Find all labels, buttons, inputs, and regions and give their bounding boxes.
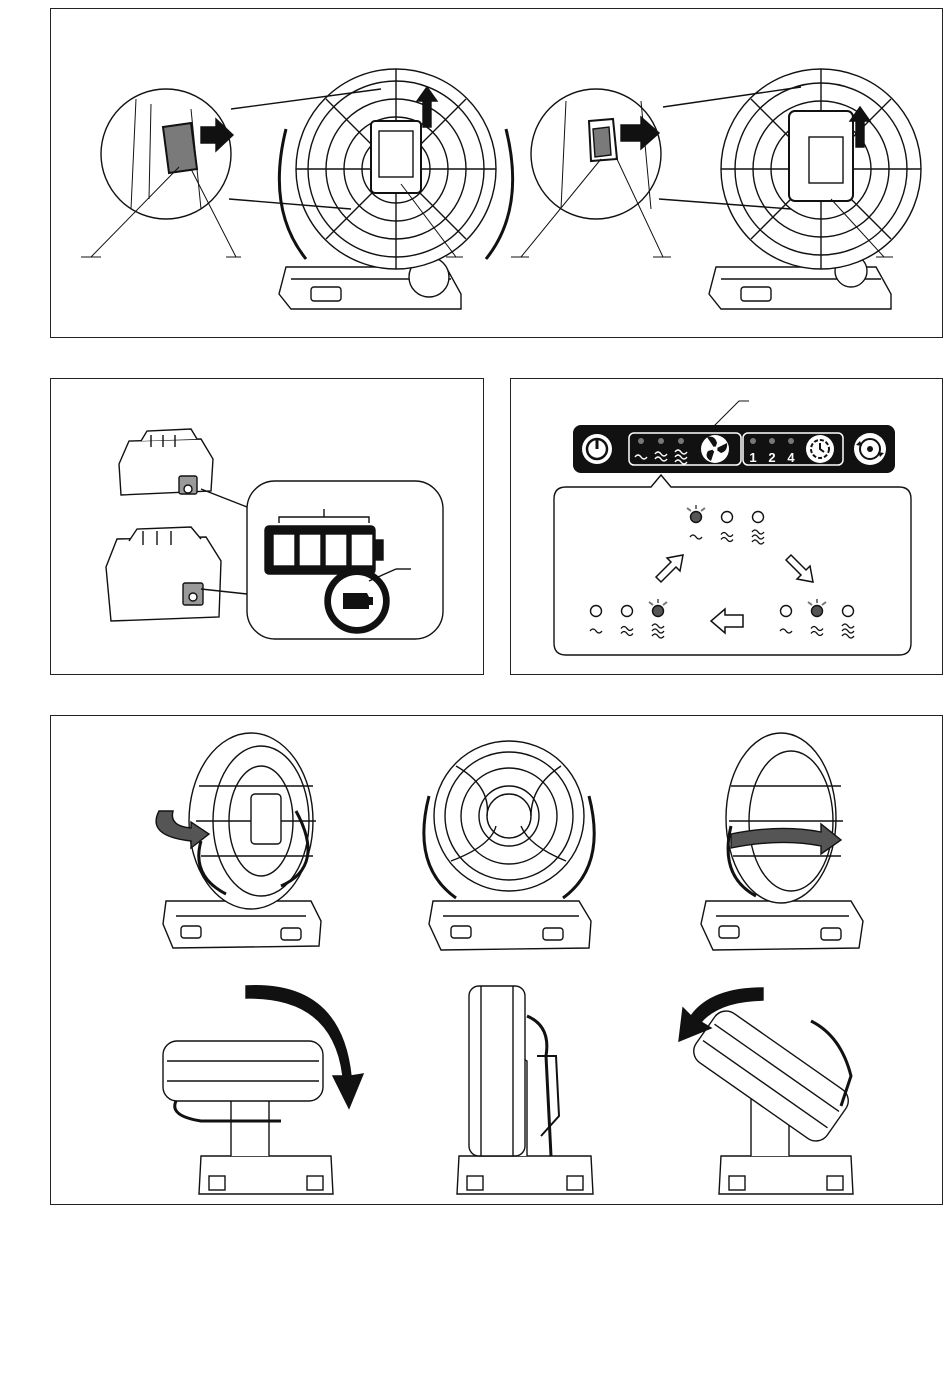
fan-swivel-left-illustration: [156, 733, 321, 948]
figure-control-panel: 1 2 4: [510, 378, 943, 675]
battery-segment: [273, 534, 295, 566]
fan-swivel-right-illustration: [701, 733, 863, 950]
timer-label-2: 2: [768, 450, 775, 465]
angle-adjust-illustration: [51, 716, 944, 1206]
battery-segment: [351, 534, 373, 566]
speed-led-off: [753, 512, 764, 523]
power-button-icon: [582, 434, 612, 464]
speed-led-on: [812, 606, 823, 617]
fan-tilt-down-illustration: [679, 988, 854, 1194]
battery-large-illustration: [106, 527, 221, 621]
fan-side-illustration: [457, 986, 593, 1194]
speed-led-off: [781, 606, 792, 617]
fan-speed-button-icon: [701, 435, 729, 463]
timer-label-4: 4: [787, 450, 795, 465]
battery-segment: [325, 534, 347, 566]
battery-segment: [299, 534, 321, 566]
control-panel-illustration: 1 2 4: [511, 379, 944, 676]
timer-label-1: 1: [749, 450, 756, 465]
fan-front-illustration: [424, 741, 594, 950]
fan-right-illustration: [709, 69, 921, 309]
swing-button-icon: [854, 433, 886, 465]
figure-adjust-angle: [50, 715, 943, 1205]
speed-led-off: [843, 606, 854, 617]
speed-led-off: [591, 606, 602, 617]
speed-led-on: [653, 606, 664, 617]
figure-battery-install: [50, 8, 943, 338]
fan-left-illustration: [279, 69, 513, 309]
figure-battery-indicator: [50, 378, 484, 675]
battery-install-illustration: [51, 9, 944, 339]
speed-led-off: [622, 606, 633, 617]
battery-indicator-illustration: [51, 379, 485, 676]
speed-led-on: [691, 512, 702, 523]
off-timer-button-icon: [806, 435, 834, 463]
speed-led-off: [722, 512, 733, 523]
control-strip: [573, 425, 895, 473]
speed-cycle-callout: [554, 475, 911, 655]
battery-small-illustration: [119, 429, 213, 495]
fan-tilt-up-illustration: [163, 986, 363, 1194]
